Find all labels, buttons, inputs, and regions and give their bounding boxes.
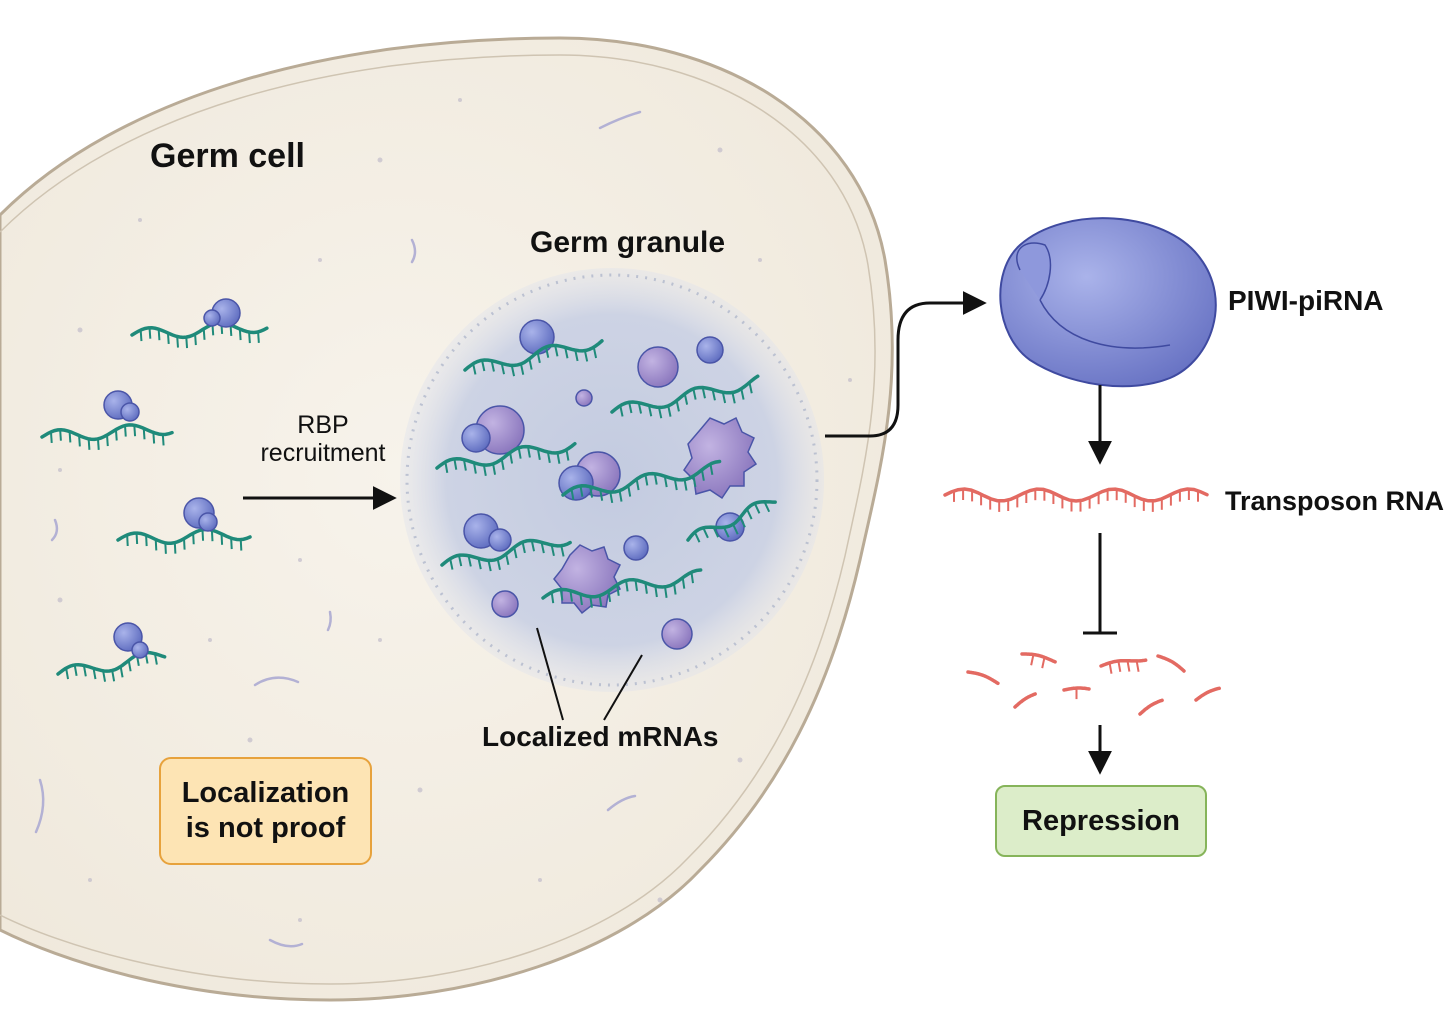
germ-granule-label: Germ granule — [530, 226, 726, 259]
caution-callout: Localization is not proof — [159, 757, 372, 865]
rna-fragments — [966, 652, 1221, 716]
aggregate-protein-icon — [683, 416, 758, 500]
mrna-strand-icon — [56, 650, 167, 682]
mrna-strand-icon — [40, 423, 174, 450]
cytoplasm-filaments — [34, 110, 642, 948]
caution-line1: Localization — [181, 777, 350, 810]
germ-cell-label: Germ cell — [150, 137, 305, 175]
transposon-rna-label: Transposon RNA — [1225, 486, 1445, 516]
repression-box: Repression — [995, 785, 1207, 857]
rna-fragment-icon — [1156, 654, 1186, 673]
mrna-strand-icon — [686, 500, 777, 543]
rna-fragment-icon — [1013, 692, 1037, 709]
rbp-protein-icon — [198, 512, 218, 532]
granule-proteins — [461, 319, 758, 650]
granule-to-piwi-arrow — [825, 291, 987, 438]
caution-line2: is not proof — [185, 812, 346, 844]
localized-mrna-pointers — [536, 627, 643, 721]
transposon-rna-icon — [943, 487, 1209, 512]
rbp-protein-icon — [131, 641, 149, 659]
cytoplasm-rbp-proteins — [103, 298, 241, 659]
rna-fragment-icon — [1099, 658, 1148, 674]
germ-cell-membrane-inner — [0, 54, 876, 985]
rbp-label-line2: recruitment — [260, 438, 386, 467]
rna-fragment-icon — [1194, 686, 1221, 702]
rbp-recruitment-label: RBP recruitment — [238, 411, 408, 467]
piwi-protein-icon — [999, 217, 1217, 388]
mrna-strand-icon — [561, 459, 722, 504]
piwi-pirna-label: PIWI-piRNA — [1228, 285, 1384, 316]
cytoplasm-speckles — [57, 98, 852, 922]
germ-granule-rim — [405, 273, 819, 687]
localized-mrnas-label: Localized mRNAs — [482, 721, 719, 752]
rbp-protein-icon — [203, 309, 221, 327]
rna-fragment-icon — [966, 670, 1000, 686]
mrna-strand-icon — [541, 568, 703, 608]
mrna-strand-icon — [116, 527, 252, 554]
mrna-strand-icon — [610, 374, 760, 419]
rna-fragment-icon — [1020, 652, 1057, 669]
rna-fragment-icon — [1062, 686, 1091, 700]
mrna-strand-icon — [463, 339, 604, 377]
mrna-strand-icon — [435, 441, 577, 477]
mrna-strand-icon — [440, 538, 572, 572]
repression-label: Repression — [1022, 804, 1180, 837]
transposon-rna-icon — [943, 487, 1209, 512]
rna-fragment-icon — [1138, 698, 1164, 716]
rbp-protein-icon — [120, 402, 140, 422]
rbp-label-line1: RBP — [297, 411, 349, 439]
